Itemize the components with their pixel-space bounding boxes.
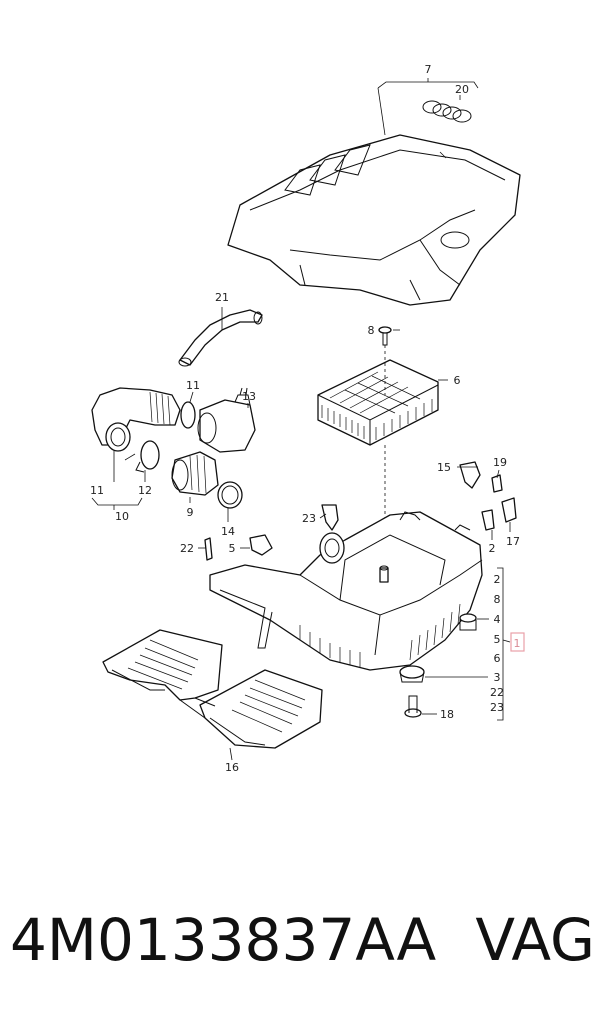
bracket-2 (481, 509, 495, 531)
group-callout-23: 23 (490, 701, 504, 714)
callout-22: 22 (180, 542, 194, 555)
intake-hose (91, 387, 181, 452)
group-callout-2: 2 (494, 573, 501, 586)
rubber-mount (399, 665, 425, 683)
air-mass-meter (197, 387, 256, 453)
clip-22 (204, 537, 213, 561)
callout-16: 16 (225, 761, 239, 774)
callout-19: 19 (493, 456, 507, 469)
brand-name: VAG (475, 906, 595, 974)
callout-8: 8 (368, 324, 375, 337)
bracket-15 (459, 461, 481, 489)
callout-11-upper: 11 (186, 379, 200, 392)
grommet (459, 613, 477, 631)
breather-hose (178, 309, 263, 367)
callout-12: 12 (138, 484, 152, 497)
parts-exploded-diagram: 7 20 8 6 21 11 13 11 12 10 9 14 15 19 2 … (90, 63, 525, 774)
callout-17: 17 (506, 535, 520, 548)
bolt (404, 695, 422, 718)
connecting-pipe (171, 451, 219, 496)
callout-23: 23 (302, 512, 316, 525)
callout-18: 18 (440, 708, 454, 721)
clip-23 (321, 504, 339, 531)
group-callout-5: 5 (494, 633, 501, 646)
part-number: 4M0133837AA (10, 906, 437, 974)
group-callout-22: 22 (490, 686, 504, 699)
group-callout-3: 3 (494, 671, 501, 684)
callout-5: 5 (229, 542, 236, 555)
callout-2: 2 (489, 542, 496, 555)
bracket-17 (501, 497, 517, 523)
callout-7: 7 (425, 63, 432, 76)
screw (378, 326, 392, 346)
hose-clamp-upper (180, 401, 196, 429)
engine-cover (227, 134, 521, 306)
callout-14: 14 (221, 525, 235, 538)
group-callout-8: 8 (494, 593, 501, 606)
callout-21: 21 (215, 291, 229, 304)
group-callout-1: 1 (514, 637, 521, 650)
callout-11-lower: 11 (90, 484, 104, 497)
highlight-box (510, 632, 525, 652)
emblem-rings (422, 100, 472, 123)
callout-20: 20 (455, 83, 469, 96)
clip-5 (249, 534, 273, 556)
callout-13: 13 (242, 390, 256, 403)
group-callout-6: 6 (494, 652, 501, 665)
group-callout-4: 4 (494, 613, 501, 626)
callout-15: 15 (437, 461, 451, 474)
callout-6: 6 (454, 374, 461, 387)
intake-duct (102, 629, 323, 749)
air-filter-element (317, 359, 439, 446)
part-caption: 4M0133837AA VAG (10, 900, 595, 980)
callout-9: 9 (187, 506, 194, 519)
hose-clamp (135, 440, 160, 473)
callout-10: 10 (115, 510, 129, 523)
air-filter-housing (209, 511, 483, 671)
